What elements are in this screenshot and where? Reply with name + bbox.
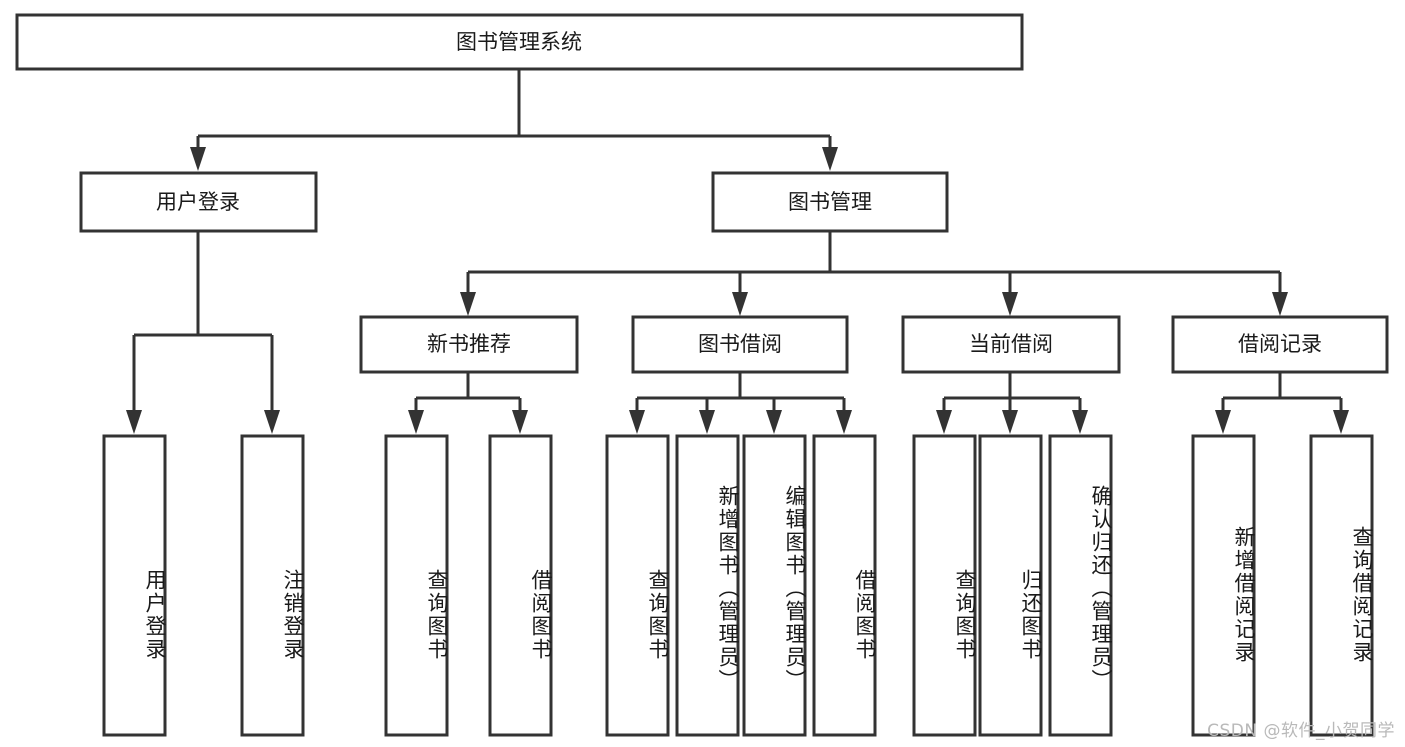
arrow-head-leaf-br-1: [1215, 410, 1231, 434]
leaf-group-user-login: [102, 434, 305, 737]
node-user-login[interactable]: 用户登录: [79, 171, 318, 233]
node-book-borrow-label: 图书借阅: [698, 332, 782, 356]
leaf-box-user-login-1[interactable]: [102, 434, 167, 737]
arrow-head-new-book-recommend: [460, 292, 476, 316]
node-current-borrow-label: 当前借阅: [969, 332, 1053, 356]
arrow-head-leaf-bb-4: [836, 410, 852, 434]
arrow-head-book-borrow: [732, 292, 748, 316]
node-user-login-label: 用户登录: [156, 190, 240, 214]
arrow-head-leaf-bb-2: [699, 410, 715, 434]
arrow-head-book-manage: [822, 147, 838, 171]
node-borrow-record-label: 借阅记录: [1238, 332, 1322, 356]
node-new-book-recommend[interactable]: 新书推荐: [359, 315, 579, 374]
arrow-head-borrow-record: [1272, 292, 1288, 316]
arrow-head-current-borrow: [1002, 292, 1018, 316]
connector-group-new-book-recommend: [408, 373, 528, 434]
node-root[interactable]: 图书管理系统: [15, 13, 1024, 71]
leaf-group-book-borrow: [605, 434, 877, 737]
arrow-head-leaf-cb-3: [1072, 410, 1088, 434]
leaf-box-nbr-1[interactable]: [384, 434, 449, 737]
leaf-box-cb-3[interactable]: [1048, 434, 1113, 737]
connector-group-book-borrow: [629, 373, 852, 434]
leaf-box-bb-4[interactable]: [812, 434, 877, 737]
node-book-borrow-box[interactable]: [631, 315, 849, 374]
node-book-manage-box[interactable]: [711, 171, 949, 233]
arrow-head-leaf-bb-1: [629, 410, 645, 434]
csdn-watermark: CSDN @软件_小贺同学: [1207, 721, 1395, 741]
leaf-box-user-login-2[interactable]: [240, 434, 305, 737]
node-book-manage[interactable]: 图书管理: [711, 171, 949, 233]
arrow-head-leaf-cb-2: [1002, 410, 1018, 434]
node-root-box[interactable]: [15, 13, 1024, 71]
arrow-head-leaf-user-login-1: [126, 410, 142, 434]
node-new-book-recommend-box[interactable]: [359, 315, 579, 374]
connector-group-borrow-record: [1215, 373, 1349, 434]
node-root-label: 图书管理系统: [456, 30, 582, 54]
leaf-box-cb-1[interactable]: [912, 434, 977, 737]
node-borrow-record-box[interactable]: [1171, 315, 1389, 374]
node-current-borrow-box[interactable]: [901, 315, 1121, 374]
leaf-box-br-1[interactable]: [1191, 434, 1256, 737]
connector-group-root: [190, 69, 838, 171]
leaf-group-borrow-record: [1191, 434, 1374, 737]
leaf-group-current-borrow: [912, 434, 1113, 737]
arrow-head-leaf-br-2: [1333, 410, 1349, 434]
node-borrow-record[interactable]: 借阅记录: [1171, 315, 1389, 374]
leaf-box-bb-2[interactable]: [675, 434, 740, 737]
arrow-head-leaf-nbr-1: [408, 410, 424, 434]
arrow-head-user-login: [190, 147, 206, 171]
leaf-box-nbr-2[interactable]: [488, 434, 553, 737]
connector-group-book-manage: [460, 232, 1288, 316]
node-current-borrow[interactable]: 当前借阅: [901, 315, 1121, 374]
connector-group-current-borrow: [936, 373, 1088, 434]
arrow-head-leaf-nbr-2: [512, 410, 528, 434]
leaf-box-br-2[interactable]: [1309, 434, 1374, 737]
arrow-head-leaf-user-login-2: [264, 410, 280, 434]
leaf-box-bb-3[interactable]: [742, 434, 807, 737]
connector-group-user-login: [126, 232, 280, 434]
arrow-head-leaf-cb-1: [936, 410, 952, 434]
node-new-book-recommend-label: 新书推荐: [427, 332, 511, 356]
leaf-box-bb-1[interactable]: [605, 434, 670, 737]
node-user-login-box[interactable]: [79, 171, 318, 233]
arrow-head-leaf-bb-3: [766, 410, 782, 434]
node-book-borrow[interactable]: 图书借阅: [631, 315, 849, 374]
node-book-manage-label: 图书管理: [788, 190, 872, 214]
leaf-box-cb-2[interactable]: [978, 434, 1043, 737]
leaf-group-new-book-recommend: [384, 434, 553, 737]
